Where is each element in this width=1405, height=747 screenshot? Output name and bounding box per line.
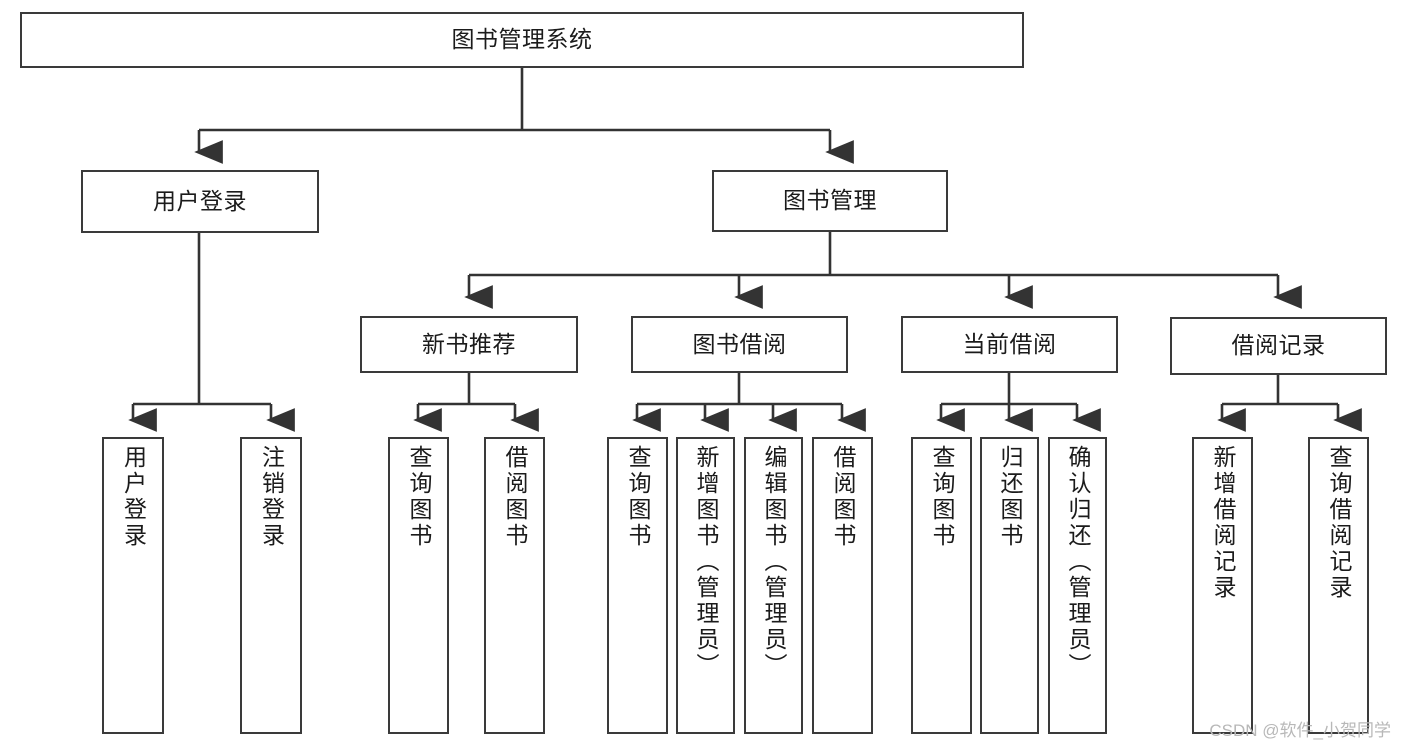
node-leaf-edit-book[interactable]: 编辑图书（管理员） (744, 437, 803, 734)
node-label-new-book-recommend: 新书推荐 (422, 330, 516, 357)
node-label-leaf-query-book-3: 查询图书 (929, 445, 955, 549)
node-book-manage[interactable]: 图书管理 (712, 170, 948, 232)
node-label-leaf-borrow-book-1: 借阅图书 (502, 445, 528, 549)
node-leaf-confirm-return[interactable]: 确认归还（管理员） (1048, 437, 1107, 734)
node-label-book-borrow: 图书借阅 (692, 330, 787, 357)
connector-group-book-manage (464, 232, 1302, 309)
node-current-borrow[interactable]: 当前借阅 (901, 316, 1118, 373)
node-user-login[interactable]: 用户登录 (81, 170, 319, 233)
node-label-leaf-edit-book: 编辑图书（管理员） (761, 445, 787, 679)
node-label-leaf-borrow-book-2: 借阅图书 (830, 445, 856, 549)
connector-group-borrow-record (1217, 375, 1362, 432)
node-label-root: 图书管理系统 (451, 26, 593, 53)
connector-group-current-borrow (936, 373, 1101, 432)
node-label-user-login: 用户登录 (153, 187, 247, 214)
connector-group-user-login (128, 233, 295, 432)
node-leaf-query-record[interactable]: 查询借阅记录 (1308, 437, 1369, 734)
node-book-borrow[interactable]: 图书借阅 (631, 316, 848, 373)
connector-group-book-borrow (632, 373, 866, 432)
node-label-book-manage: 图书管理 (783, 187, 877, 214)
node-label-leaf-return-book: 归还图书 (997, 445, 1023, 549)
node-label-leaf-user-login: 用户登录 (120, 445, 147, 549)
node-label-leaf-query-book-1: 查询图书 (406, 445, 432, 549)
node-label-borrow-record: 借阅记录 (1231, 332, 1326, 359)
node-leaf-query-book-1[interactable]: 查询图书 (388, 437, 449, 734)
node-label-leaf-query-record: 查询借阅记录 (1326, 445, 1352, 601)
connector-group-root (194, 68, 854, 164)
node-new-book-recommend[interactable]: 新书推荐 (360, 316, 578, 373)
node-label-leaf-confirm-return: 确认归还（管理员） (1065, 445, 1091, 679)
node-label-leaf-query-book-2: 查询图书 (625, 445, 651, 549)
node-leaf-add-record[interactable]: 新增借阅记录 (1192, 437, 1253, 734)
node-leaf-borrow-book-1[interactable]: 借阅图书 (484, 437, 545, 734)
node-leaf-add-book[interactable]: 新增图书（管理员） (676, 437, 735, 734)
node-leaf-query-book-3[interactable]: 查询图书 (911, 437, 972, 734)
node-leaf-borrow-book-2[interactable]: 借阅图书 (812, 437, 873, 734)
node-leaf-query-book-2[interactable]: 查询图书 (607, 437, 668, 734)
node-label-current-borrow: 当前借阅 (962, 330, 1057, 357)
node-leaf-return-book[interactable]: 归还图书 (980, 437, 1039, 734)
node-borrow-record[interactable]: 借阅记录 (1170, 317, 1387, 375)
watermark-text: CSDN @软件_小贺同学 (1209, 721, 1391, 740)
node-label-leaf-add-record: 新增借阅记录 (1210, 445, 1236, 601)
connector-group-new-book-recommend (413, 373, 539, 432)
node-label-leaf-logout: 注销登录 (258, 445, 285, 549)
node-label-leaf-add-book: 新增图书（管理员） (693, 445, 719, 679)
node-leaf-user-login[interactable]: 用户登录 (102, 437, 164, 734)
node-root-book-management-system[interactable]: 图书管理系统 (20, 12, 1024, 68)
node-leaf-logout[interactable]: 注销登录 (240, 437, 302, 734)
